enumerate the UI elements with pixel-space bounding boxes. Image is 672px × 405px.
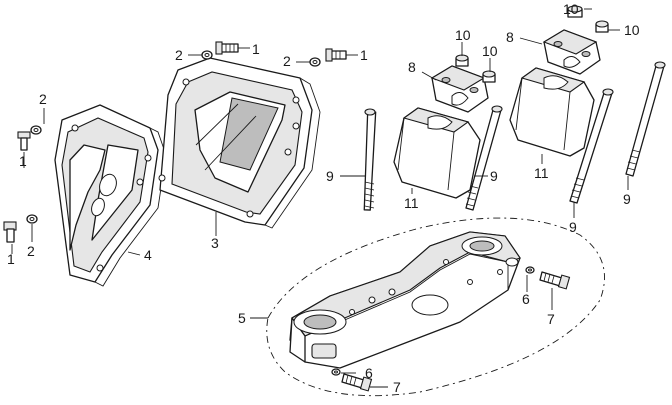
triple-clamp-5 [266,217,605,397]
bracket-plate-3 [158,57,321,229]
washer-2-left-lower [26,214,38,224]
callout-10-left-b: 10 [482,43,498,59]
washer-2-top [201,50,213,60]
bracket-plate-4 [54,104,167,287]
callout-10-left-a: 10 [455,27,471,43]
callout-9-c: 9 [569,219,577,235]
washer-2-left-upper [30,125,42,135]
bolt-1-left-lower [3,221,17,243]
bolt-1-left-upper [17,131,31,151]
cap-bolt-10-left-b [482,70,496,83]
callout-3: 3 [211,235,219,251]
callout-7-right: 7 [547,311,555,327]
callout-9-a: 9 [326,168,334,184]
callout-7-bottom: 7 [393,379,401,395]
long-bolt-9-d [625,61,666,177]
callout-9-d: 9 [623,191,631,207]
callout-1-left-upper: 1 [19,153,27,169]
callout-1-top: 1 [252,41,260,57]
callout-8-right: 8 [506,29,514,45]
handlebar-clamp-cap-8-left [430,65,489,113]
washer-2-mid [309,57,321,67]
long-bolt-9-c [569,88,614,204]
handlebar-clamp-cap-8-right [542,29,601,75]
bolt-1-top [215,41,239,55]
callout-2-left-upper: 2 [39,91,47,107]
bolt-1-mid [325,48,347,62]
callout-11-right: 11 [534,165,549,181]
callout-2-mid: 2 [283,53,291,69]
callout-6-bottom: 6 [365,365,373,381]
callout-1-mid: 1 [360,47,368,63]
leader-lines [11,8,629,388]
callout-6-right: 6 [522,291,530,307]
callout-9-b: 9 [490,168,498,184]
handlebar-riser-11-right [509,67,595,157]
long-bolt-9-a [363,108,377,211]
long-bolt-9-b [465,105,503,211]
bolt-7-right [539,271,571,290]
callout-4: 4 [144,247,152,263]
bolt-7-bottom [341,373,373,392]
washer-6-right [525,266,535,274]
callout-10-right-a: 10 [563,1,579,17]
washer-6-bottom [331,368,341,376]
callout-5: 5 [238,310,246,326]
callout-2-top: 2 [175,47,183,63]
handlebar-riser-11-left [393,107,481,199]
callout-1-left-lower: 1 [7,251,15,267]
cap-bolt-10-left-a [455,54,469,67]
callout-10-right-b: 10 [624,22,640,38]
callout-labels: 2 1 2 1 2 1 1 2 3 4 5 6 7 6 7 8 8 10 10 … [7,1,640,395]
callout-2-left-lower: 2 [27,243,35,259]
cap-bolt-10-right-a [567,5,583,18]
callout-8-left: 8 [408,59,416,75]
callout-11-left: 11 [404,195,419,211]
cap-bolt-10-right-b [595,20,609,33]
